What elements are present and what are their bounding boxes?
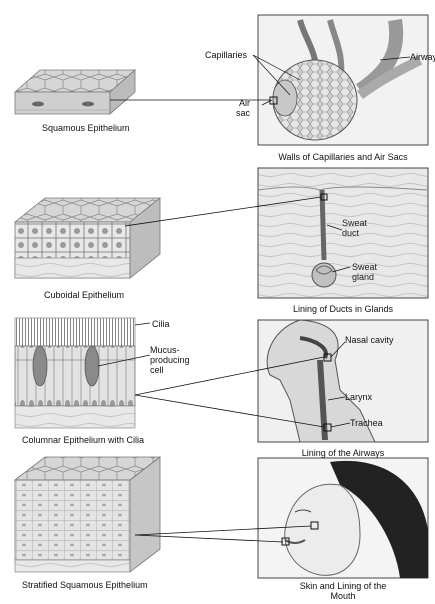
lung-air-sac-panel — [258, 15, 428, 145]
label-sweat-duct: Sweat duct — [342, 218, 367, 238]
columnar-epithelium-illustration — [15, 318, 135, 428]
label-mucus-cell: Mucus- producing cell — [150, 345, 190, 375]
tissue-name-columnar: Columnar Epithelium with Cilia — [22, 435, 144, 445]
label-nasal-cavity: Nasal cavity — [345, 335, 394, 345]
panel-caption-glands: Lining of Ducts in Glands — [258, 304, 428, 314]
tissue-name-cuboidal: Cuboidal Epithelium — [44, 290, 124, 300]
face-panel — [258, 458, 428, 578]
label-air-sac: Air sac — [236, 98, 250, 118]
panel-caption-airways: Lining of the Airways — [258, 448, 428, 458]
cuboidal-epithelium-illustration — [15, 198, 160, 278]
squamous-epithelium-illustration — [15, 70, 135, 114]
tissue-name-squamous: Squamous Epithelium — [42, 123, 130, 133]
label-larynx: Larynx — [345, 392, 372, 402]
airway-panel — [258, 320, 428, 442]
panel-caption-lungs: Walls of Capillaries and Air Sacs — [258, 152, 428, 162]
label-capillaries: Capillaries — [205, 50, 247, 60]
stratified-squamous-illustration — [15, 457, 160, 572]
label-trachea: Trachea — [350, 418, 383, 428]
panel-caption-mouth: Skin and Lining of the Mouth — [258, 581, 428, 601]
label-airway: Airway — [410, 52, 435, 62]
tissue-name-stratified: Stratified Squamous Epithelium — [22, 580, 148, 590]
label-cilia: Cilia — [152, 319, 170, 329]
label-sweat-gland: Sweat gland — [352, 262, 377, 282]
